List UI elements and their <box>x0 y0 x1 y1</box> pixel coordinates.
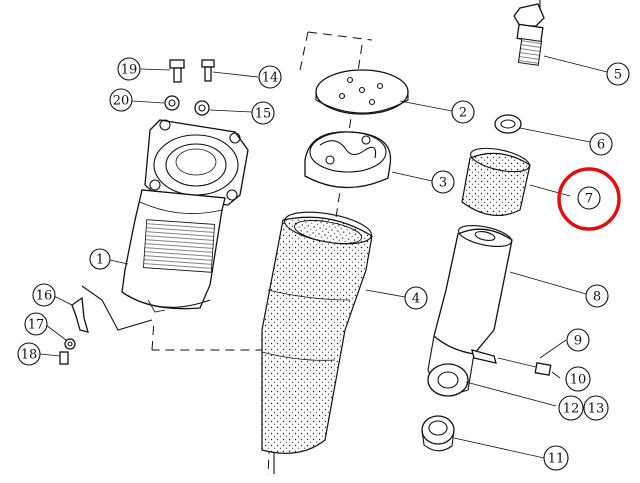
callout-12: 12 <box>558 395 584 421</box>
callout-20: 20 <box>109 88 133 112</box>
washer-15 <box>194 100 210 116</box>
callout-10: 10 <box>565 366 591 392</box>
washer-17 <box>64 338 76 350</box>
clip-16 <box>71 285 153 333</box>
callout-3: 3 <box>431 170 455 194</box>
callout-4: 4 <box>404 286 428 310</box>
bushing-part-11 <box>421 415 455 452</box>
callout-11: 11 <box>543 445 569 471</box>
bolt-19 <box>169 59 185 83</box>
callout-20-label: 20 <box>113 94 130 109</box>
callout-2: 2 <box>451 100 475 124</box>
callout-7-highlight-ring <box>557 167 621 231</box>
nut-part-10 <box>534 362 552 376</box>
sleeve-part-7 <box>461 147 531 216</box>
callout-5-label: 5 <box>614 68 622 83</box>
callout-13-label: 13 <box>588 402 605 417</box>
callout-14-label: 14 <box>262 71 279 86</box>
callout-11-label: 11 <box>548 452 565 467</box>
housing-part-1 <box>121 119 249 313</box>
callout-7[interactable]: 7 <box>577 186 601 210</box>
callout-8-label: 8 <box>593 290 601 305</box>
screw-18 <box>59 351 69 365</box>
callout-4-label: 4 <box>412 292 420 307</box>
callout-15-label: 15 <box>255 107 272 122</box>
callout-8: 8 <box>585 284 609 308</box>
callout-13: 13 <box>583 395 609 421</box>
bolt-14 <box>201 59 215 82</box>
callout-10-label: 10 <box>570 373 587 388</box>
ring-part-6 <box>494 114 522 134</box>
callout-16: 16 <box>32 283 56 307</box>
plate-part-3 <box>304 131 392 189</box>
callout-9-label: 9 <box>574 334 582 349</box>
callout-6-label: 6 <box>597 138 605 153</box>
callout-18-label: 18 <box>21 348 38 363</box>
callout-15: 15 <box>251 101 275 125</box>
callout-14: 14 <box>258 65 282 89</box>
callout-17-label: 17 <box>28 318 45 333</box>
callout-9: 9 <box>566 328 590 352</box>
callout-1-label: 1 <box>96 253 104 268</box>
washer-20 <box>164 95 180 111</box>
callout-2-label: 2 <box>459 106 467 121</box>
callout-18: 18 <box>17 342 41 366</box>
callout-7-label: 7 <box>585 192 593 207</box>
leader-lines <box>39 55 608 459</box>
valve-fitting-part-5 <box>513 0 545 66</box>
pin-part-9 <box>471 349 541 369</box>
callout-19-label: 19 <box>121 63 138 78</box>
cover-part-2 <box>315 69 409 115</box>
callout-19: 19 <box>117 57 141 81</box>
filter-cartridge-part-4 <box>261 211 373 474</box>
callout-3-label: 3 <box>439 176 447 191</box>
callout-6: 6 <box>589 132 613 156</box>
callout-1: 1 <box>89 248 111 270</box>
callout-12-label: 12 <box>563 402 580 417</box>
callout-5: 5 <box>606 62 630 86</box>
callout-16-label: 16 <box>36 289 53 304</box>
callout-17: 17 <box>24 312 48 336</box>
cylinder-part-8 <box>427 225 513 397</box>
